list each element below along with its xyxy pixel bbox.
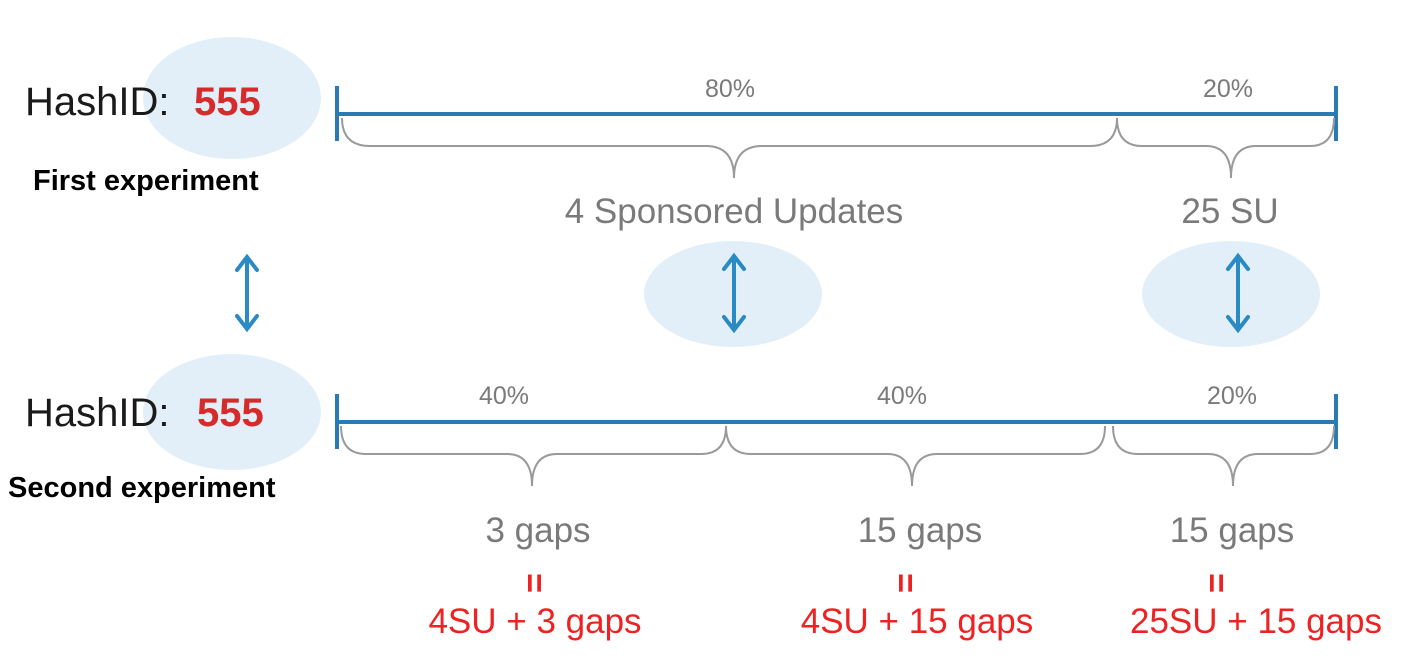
result-text-2: 4SU + 15 gaps [801, 602, 1034, 641]
timeline-second [335, 394, 1338, 449]
double-arrow-vertical-icon [235, 253, 259, 333]
segment-label-first-2: 25 SU [1181, 192, 1278, 231]
equals-sign-3: = [1197, 573, 1235, 593]
segment-percent-first-2: 20% [1203, 75, 1253, 103]
hash-value-first: 555 [194, 80, 261, 124]
segment-percent-second-3: 20% [1207, 382, 1257, 410]
brace-first-1 [341, 117, 1118, 179]
brace-first-2 [1116, 117, 1335, 179]
equals-sign-1: = [515, 573, 553, 593]
highlight-ellipse-hash-first [143, 37, 321, 159]
highlight-ellipse-hash-second [143, 354, 321, 470]
segment-label-first-1: 4 Sponsored Updates [565, 192, 904, 231]
brace-second-3 [1112, 425, 1335, 487]
highlight-ellipse-right [1142, 241, 1320, 347]
timeline-first [335, 86, 1338, 141]
brace-second-2 [725, 425, 1106, 487]
segment-label-second-2: 15 gaps [858, 511, 983, 550]
brace-second-1 [340, 425, 727, 487]
double-arrow-vertical-icon [722, 252, 746, 334]
equals-sign-2: = [886, 573, 924, 593]
segment-label-second-1: 3 gaps [485, 511, 590, 550]
result-text-1: 4SU + 3 gaps [428, 602, 641, 641]
experiment-title-first: First experiment [33, 165, 259, 197]
result-text-3: 25SU + 15 gaps [1130, 602, 1382, 641]
segment-percent-second-1: 40% [479, 382, 529, 410]
segment-percent-second-2: 40% [877, 382, 927, 410]
segment-percent-first-1: 80% [705, 75, 755, 103]
hash-label-second: HashID: [25, 391, 170, 435]
segment-label-second-3: 15 gaps [1170, 511, 1295, 550]
experiment-title-second: Second experiment [8, 472, 276, 504]
hash-label-first: HashID: [25, 80, 170, 124]
double-arrow-vertical-icon [1226, 252, 1250, 334]
hash-value-second: 555 [197, 391, 264, 435]
